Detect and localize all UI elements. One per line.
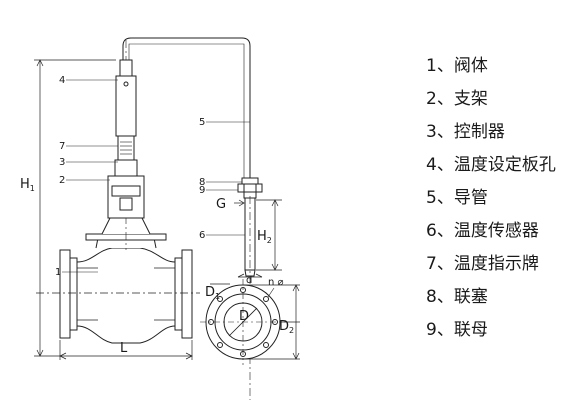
dim-d: D (239, 309, 249, 324)
callout-2: 2 (59, 175, 65, 186)
dim-l: L (120, 341, 128, 356)
callout-6: 6 (199, 230, 205, 241)
legend-item-temperature-sensor: 6、温度传感器 (426, 221, 539, 241)
callout-7: 7 (59, 141, 65, 152)
capillary-tube (122, 37, 251, 178)
parts-legend: 1、阀体 2、支架 3、控制器 4、温度设定板孔 5、导管 6、温度传感器 7、… (426, 50, 576, 347)
callout-4: 4 (59, 75, 65, 86)
legend-item-setting-plate-hole: 4、温度设定板孔 (426, 155, 556, 175)
legend-item-valve-body: 1、阀体 (426, 56, 488, 76)
callout-3: 3 (59, 157, 65, 168)
legend-item-controller: 3、控制器 (426, 122, 505, 142)
dimension-lines (34, 59, 300, 360)
valve-body (36, 40, 200, 344)
actuator (107, 59, 145, 219)
legend-item-bracket: 2、支架 (426, 89, 488, 109)
dimension-labels: H1 L H2 G d n ⌀ D1 D D2 (20, 177, 294, 356)
dim-h1: H1 (20, 177, 35, 193)
legend-item-temperature-indicator: 7、温度指示牌 (426, 254, 539, 274)
dim-g: G (216, 197, 226, 212)
callout-1: 1 (55, 267, 61, 278)
legend-item-plug: 8、联塞 (426, 287, 488, 307)
legend-item-conduit: 5、导管 (426, 188, 488, 208)
dim-h2: H2 (257, 229, 272, 245)
callout-8: 8 (199, 177, 205, 188)
callout-9: 9 (199, 185, 205, 196)
legend-item-union-nut: 9、联母 (426, 320, 488, 340)
callout-5: 5 (199, 117, 205, 128)
callout-labels: 4 7 3 2 1 5 8 9 6 (55, 75, 205, 278)
dim-d1: D1 (205, 285, 220, 301)
dim-n-phi: n ⌀ (268, 277, 284, 288)
dim-d2: D2 (279, 319, 294, 335)
dim-d-small: d (246, 275, 252, 286)
leader-lines (62, 79, 250, 273)
